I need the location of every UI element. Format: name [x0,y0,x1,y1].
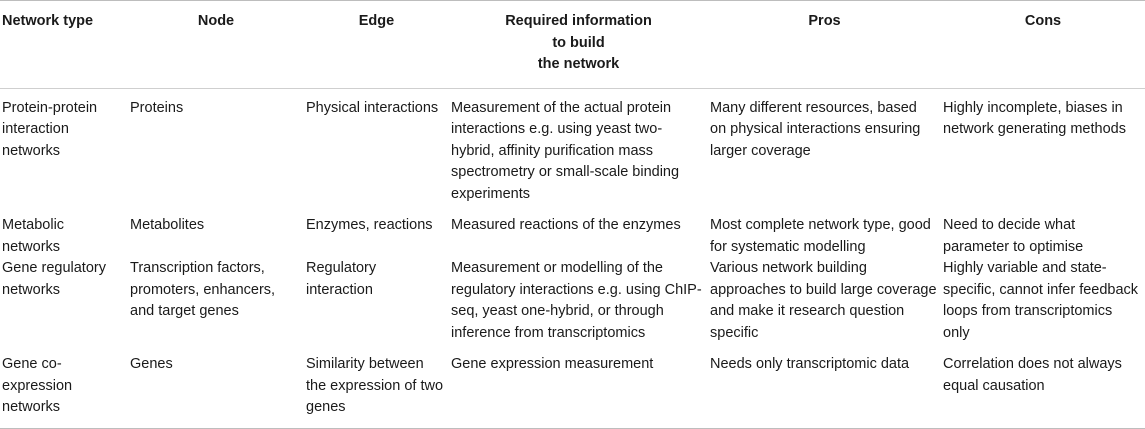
table-row: Gene co-expression networks Genes Simila… [0,354,1145,429]
cell-edge: Enzymes, reactions [306,217,433,233]
cell-edge: Regulatory interaction [306,260,377,298]
cell-pros: Various network building approaches to b… [710,260,937,341]
cell-required-information: Measurement of the actual protein intera… [451,99,680,202]
table-row: Metabolic networks Metabolites Enzymes, … [0,215,1145,258]
cell-network-type: Gene regulatory networks [2,260,106,298]
header-cons: Cons [941,0,1145,89]
header-edge: Edge [304,0,449,89]
cell-network-type: Metabolic networks [2,217,65,255]
header-required-information: Required information to build the networ… [449,0,708,89]
cell-cons: Highly incomplete, biases in network gen… [943,99,1126,138]
cell-pros: Needs only transcriptomic data [708,354,941,429]
cell-required-information: Measured reactions of the enzymes [451,217,681,233]
table-header: Network type Node Edge Required informat… [0,0,1145,89]
header-network-type: Network type [0,0,128,89]
header-row: Network type Node Edge Required informat… [0,0,1145,89]
cell-network-type: Protein-protein interaction networks [2,99,98,159]
cell-edge: Similarity between the expression of two… [304,354,449,429]
table-row: Protein-protein interaction networks Pro… [0,88,1145,215]
cell-cons: Correlation does not always equal causat… [941,354,1145,429]
cell-required-information: Gene expression measurement [449,354,708,429]
table-row: Gene regulatory networks Transcription f… [0,258,1145,354]
header-node: Node [128,0,304,89]
cell-cons: Highly variable and state-specific, cann… [943,260,1139,341]
cell-pros: Many different resources, based on physi… [710,99,921,159]
cell-pros: Most complete network type, good for sys… [710,217,931,255]
cell-edge: Physical interactions [306,99,439,116]
cell-node: Proteins [130,99,184,116]
cell-node: Transcription factors, promoters, enhanc… [130,260,276,319]
cell-node: Metabolites [130,217,205,233]
cell-node: Genes [128,354,304,429]
table-body: Protein-protein interaction networks Pro… [0,88,1145,429]
cell-required-information: Measurement or modelling of the regulato… [451,260,702,341]
cell-cons: Need to decide what parameter to optimis… [943,217,1084,255]
header-pros: Pros [708,0,941,89]
cell-network-type: Gene co-expression networks [0,354,128,429]
